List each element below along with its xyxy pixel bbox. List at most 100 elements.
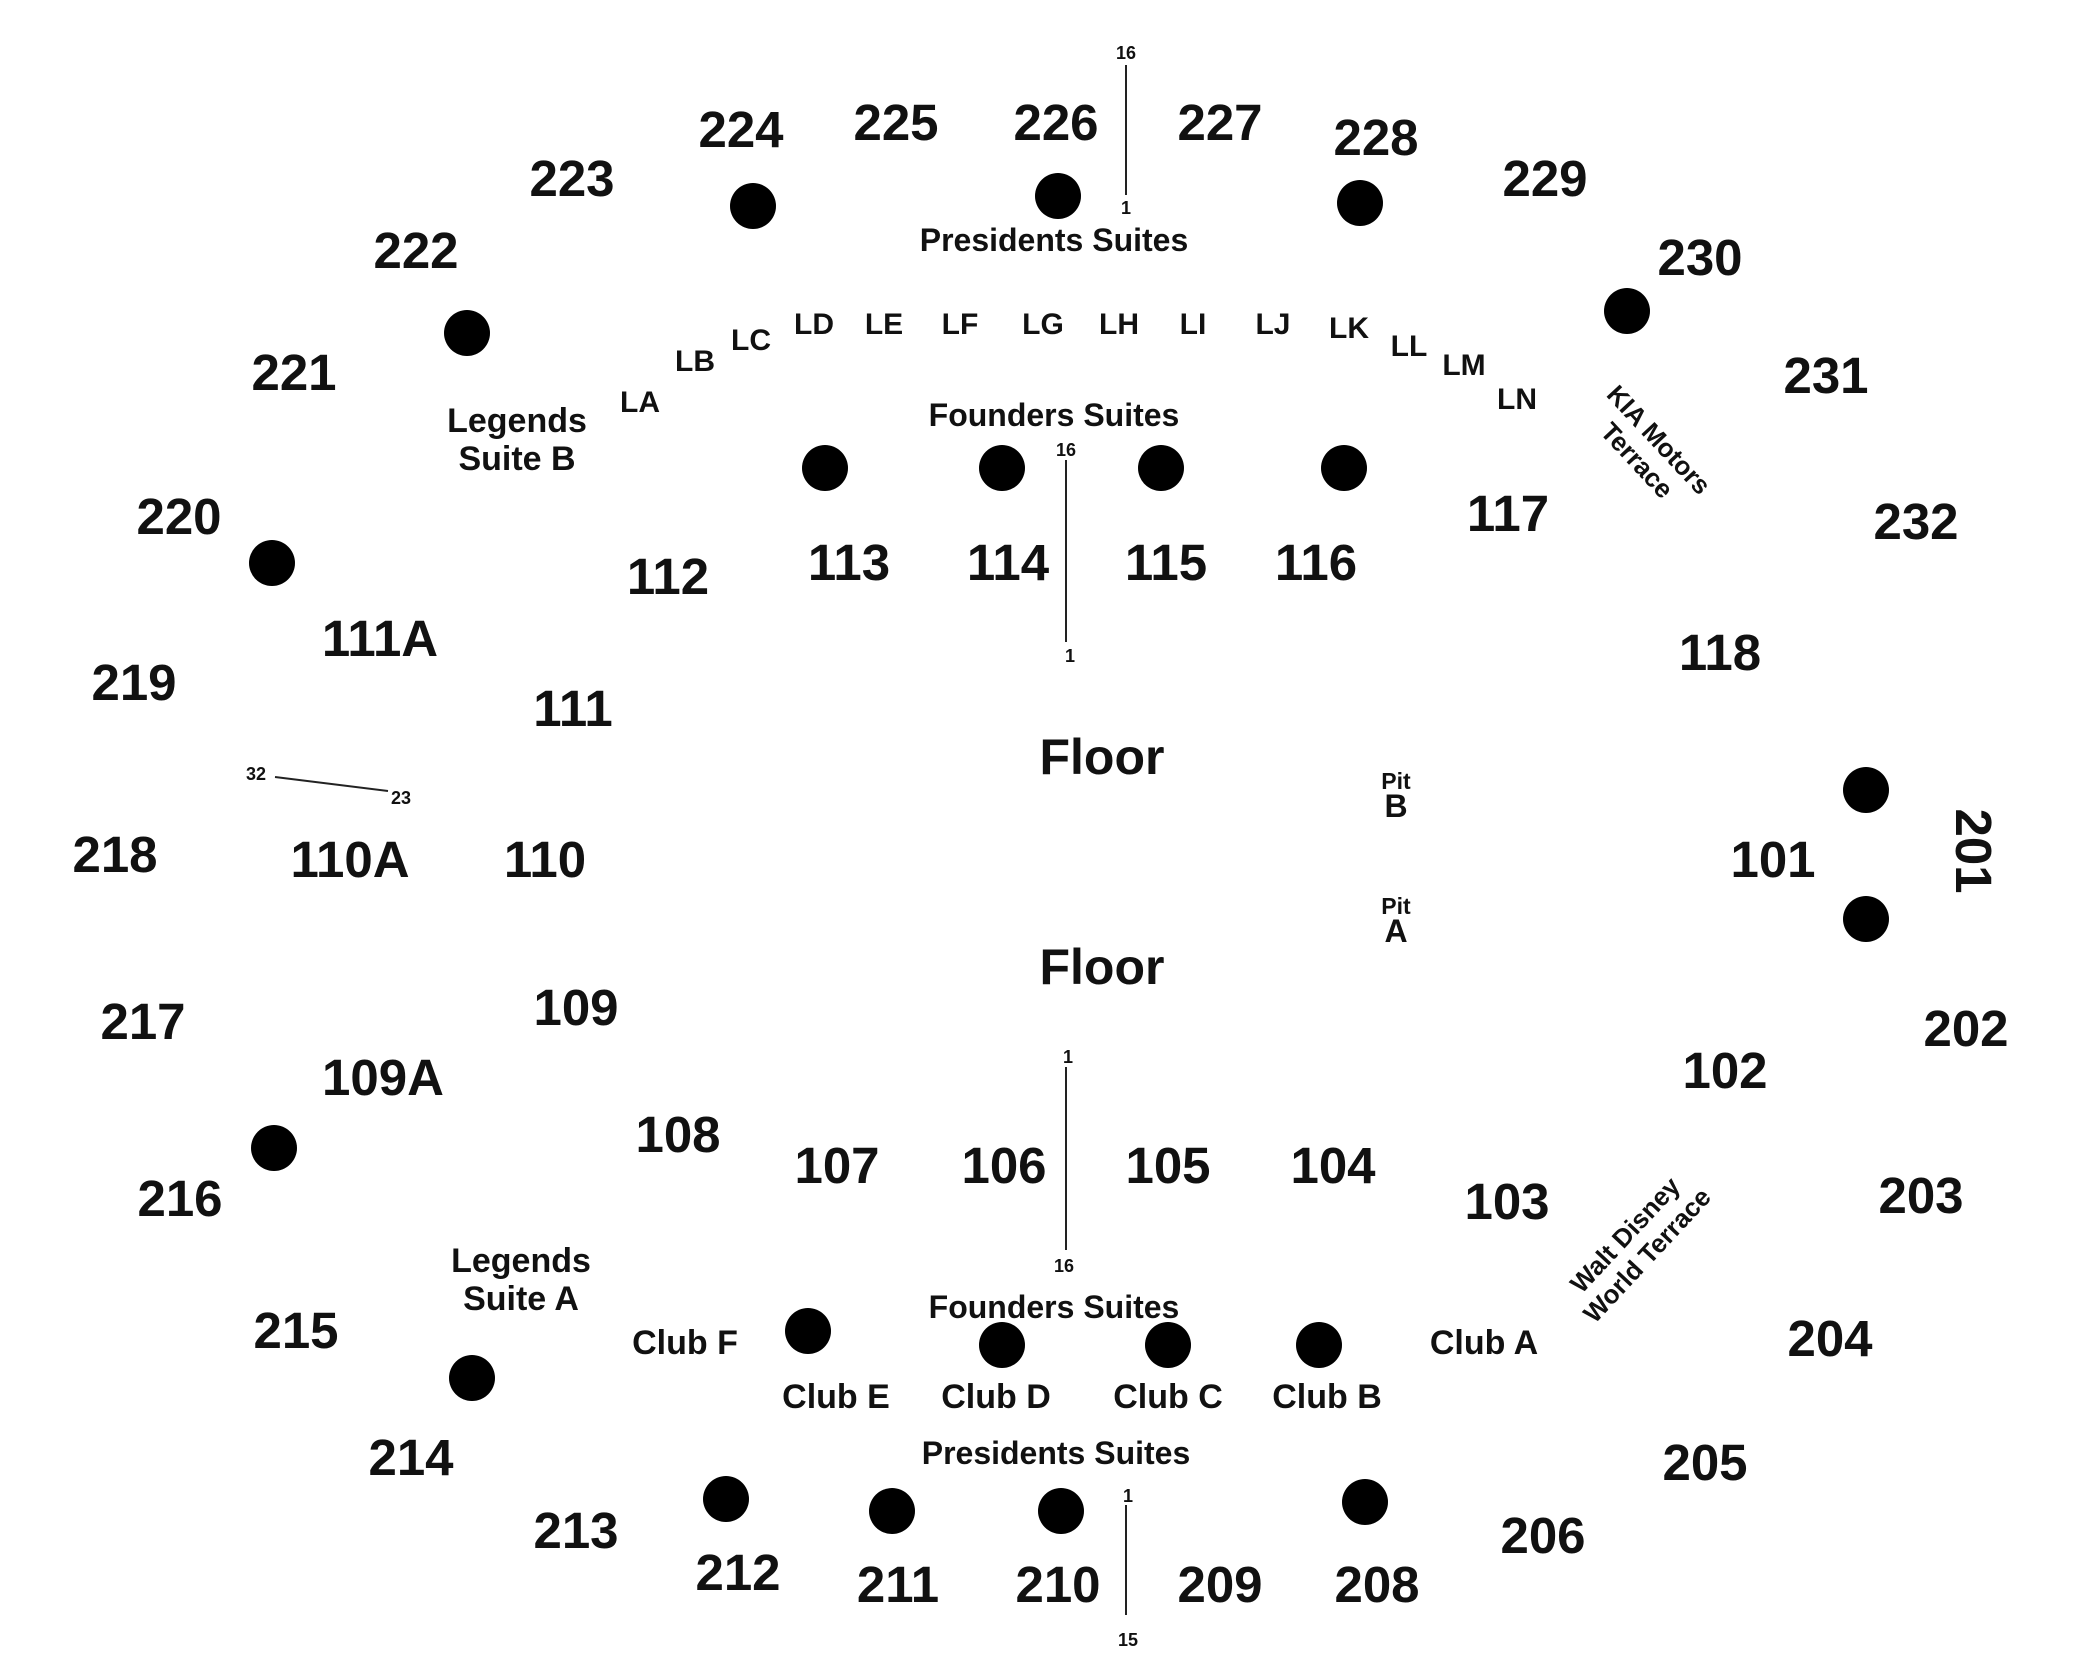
section-216[interactable]: 217 (100, 993, 185, 1050)
section-217[interactable]: 218 (72, 826, 157, 883)
lodge-lg[interactable]: LG (1022, 308, 1064, 341)
legends-suite-a-line2[interactable]: Suite A (463, 1280, 579, 1318)
legends-suite-b-line2[interactable]: Suite B (458, 440, 575, 478)
club-a[interactable]: Club A (1430, 1324, 1538, 1362)
lodge-la[interactable]: LA (620, 386, 660, 419)
lodge-lb[interactable]: LB (675, 345, 715, 378)
section-117[interactable]: 117 (1467, 485, 1549, 542)
wheelchair-icon (449, 1355, 495, 1401)
wheelchair-icon (1843, 767, 1889, 813)
section-109a[interactable]: 109A (322, 1049, 444, 1106)
section-223[interactable]: 224 (698, 101, 784, 158)
wheelchair-icon (1138, 445, 1184, 491)
section-230[interactable]: 231 (1783, 347, 1868, 404)
section-206[interactable]: 206 (1500, 1507, 1585, 1564)
section-209[interactable]: 210 (1015, 1556, 1100, 1613)
floor-lower[interactable]: Floor (1040, 939, 1165, 995)
section-210[interactable]: 211 (857, 1556, 939, 1613)
lodge-lm[interactable]: LM (1442, 349, 1485, 382)
section-205[interactable]: 205 (1662, 1434, 1747, 1491)
section-213[interactable]: 214 (368, 1429, 454, 1486)
section-109[interactable]: 109 (533, 979, 618, 1036)
section-101[interactable]: 101 (1730, 831, 1815, 888)
section-102[interactable]: 102 (1682, 1042, 1767, 1099)
section-107[interactable]: 107 (794, 1137, 879, 1194)
wheelchair-icon (251, 1125, 297, 1171)
section-111[interactable]: 111 (533, 680, 612, 737)
section-229[interactable]: 230 (1657, 229, 1742, 286)
section-219[interactable]: 220 (136, 488, 221, 545)
section-110[interactable]: 110 (504, 831, 586, 888)
wheelchair-icon (730, 183, 776, 229)
presidents-suites-top[interactable]: Presidents Suites (920, 222, 1189, 258)
section-104[interactable]: 104 (1290, 1137, 1376, 1194)
section-108[interactable]: 108 (635, 1106, 720, 1163)
lodge-ld[interactable]: LD (794, 308, 834, 341)
section-228[interactable]: 229 (1502, 150, 1587, 207)
wheelchair-icon (1321, 445, 1367, 491)
section-202[interactable]: 202 (1923, 1000, 2008, 1057)
section-212[interactable]: 213 (533, 1502, 618, 1559)
section-211[interactable]: 212 (695, 1544, 780, 1601)
lodge-ln[interactable]: LN (1497, 383, 1537, 416)
section-204[interactable]: 204 (1787, 1310, 1873, 1367)
section-103[interactable]: 103 (1464, 1173, 1549, 1230)
wheelchair-icon (1296, 1322, 1342, 1368)
section-201[interactable]: 201 (1945, 808, 2002, 893)
section-105[interactable]: 105 (1125, 1137, 1210, 1194)
section-220[interactable]: 221 (251, 344, 336, 401)
founders-suites-top[interactable]: Founders Suites (929, 397, 1180, 433)
section-106[interactable]: 106 (961, 1137, 1046, 1194)
pit-b-label[interactable]: Pit (1381, 768, 1411, 794)
wheelchair-icon (249, 540, 295, 586)
section-116[interactable]: 116 (1275, 534, 1357, 591)
section-118[interactable]: 118 (1679, 624, 1761, 681)
pit-b-letter[interactable]: B (1384, 788, 1407, 824)
presidents-suites-bottom[interactable]: Presidents Suites (922, 1435, 1191, 1471)
section-218[interactable]: 219 (91, 654, 176, 711)
section-115[interactable]: 115 (1125, 534, 1207, 591)
floor-upper[interactable]: Floor (1040, 729, 1165, 785)
section-113[interactable]: 113 (808, 534, 890, 591)
section-231[interactable]: 232 (1873, 493, 1958, 550)
section-221[interactable]: 222 (373, 222, 458, 279)
pit-a-letter[interactable]: A (1384, 913, 1407, 949)
section-226[interactable]: 227 (1177, 94, 1262, 151)
legends-suite-b-line1[interactable]: Legends (447, 402, 587, 440)
lodge-ll[interactable]: LL (1391, 330, 1428, 363)
section-208[interactable]: 209 (1177, 1556, 1262, 1613)
section-222[interactable]: 223 (529, 150, 614, 207)
section-224[interactable]: 225 (853, 94, 938, 151)
section-203[interactable]: 203 (1878, 1167, 1963, 1224)
pit-a-label[interactable]: Pit (1381, 893, 1411, 919)
section-225[interactable]: 226 (1013, 94, 1098, 151)
wheelchair-icon (1342, 1479, 1388, 1525)
lodge-lj[interactable]: LJ (1255, 308, 1290, 341)
club-c[interactable]: Club C (1113, 1378, 1223, 1416)
lodge-li[interactable]: LI (1180, 308, 1207, 341)
section-215[interactable]: 216 (137, 1170, 222, 1227)
walt-disney-world-terrace[interactable]: Walt Disney World Terrace (1555, 1161, 1717, 1329)
club-b[interactable]: Club B (1272, 1378, 1382, 1416)
lodge-lk[interactable]: LK (1329, 312, 1369, 345)
lodge-lh[interactable]: LH (1099, 308, 1139, 341)
club-f[interactable]: Club F (632, 1324, 738, 1362)
section-114[interactable]: 114 (967, 534, 1050, 591)
club-e[interactable]: Club E (782, 1378, 890, 1416)
club-d[interactable]: Club D (941, 1378, 1051, 1416)
wheelchair-icon (802, 445, 848, 491)
legends-suite-a-line1[interactable]: Legends (451, 1242, 591, 1280)
lodge-lc[interactable]: LC (731, 324, 771, 357)
section-111a[interactable]: 111A (322, 610, 438, 667)
section-112[interactable]: 112 (627, 548, 709, 605)
wheelchair-icon (1145, 1322, 1191, 1368)
section-227[interactable]: 228 (1333, 109, 1418, 166)
section-214[interactable]: 215 (253, 1302, 338, 1359)
founders-suites-bottom[interactable]: Founders Suites (929, 1289, 1180, 1325)
lodge-lf[interactable]: LF (942, 308, 979, 341)
section-110a[interactable]: 110A (290, 831, 409, 888)
lodge-le[interactable]: LE (865, 308, 903, 341)
kia-motors-terrace[interactable]: KIA Motors Terrace (1579, 379, 1717, 521)
section-207[interactable]: 208 (1334, 1556, 1419, 1613)
